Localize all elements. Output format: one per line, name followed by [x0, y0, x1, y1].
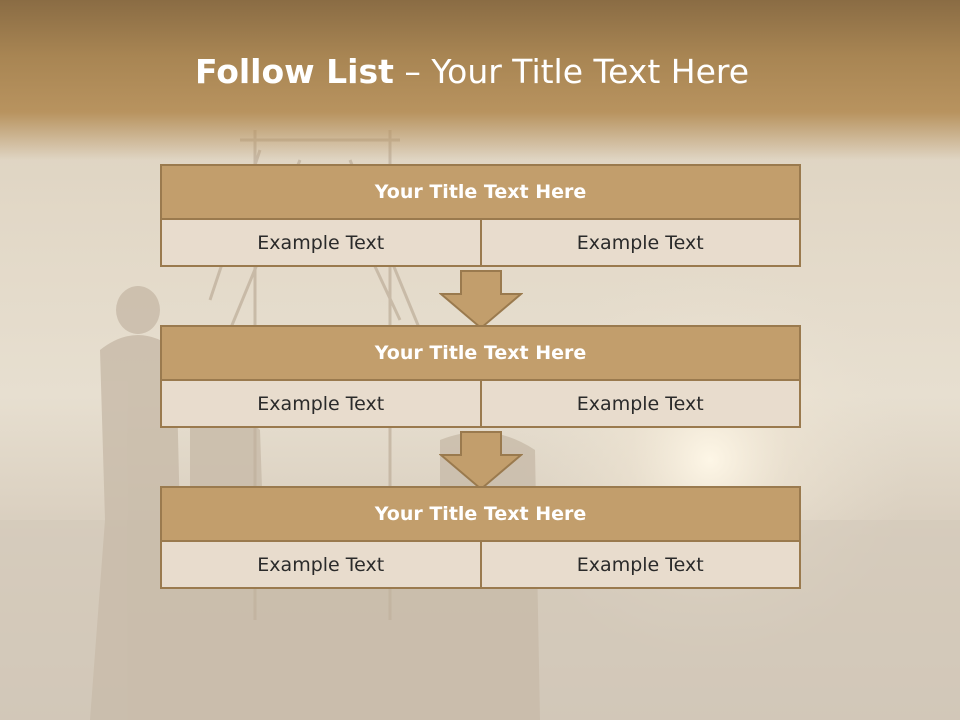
- block-row: Example Text Example Text: [160, 218, 801, 267]
- block-cell-right: Example Text: [479, 540, 801, 589]
- header-band: [0, 0, 960, 160]
- list-block-1: Your Title Text Here Example Text Exampl…: [160, 164, 801, 267]
- slide-title-rest: – Your Title Text Here: [393, 52, 750, 91]
- block-title: Your Title Text Here: [160, 164, 801, 220]
- block-title: Your Title Text Here: [160, 486, 801, 542]
- list-block-2: Your Title Text Here Example Text Exampl…: [160, 325, 801, 428]
- block-cell-right: Example Text: [479, 379, 801, 428]
- block-title: Your Title Text Here: [160, 325, 801, 381]
- block-cell-left: Example Text: [160, 379, 482, 428]
- down-arrow-icon: [439, 270, 523, 330]
- slide-title: Follow List – Your Title Text Here: [0, 52, 944, 91]
- block-row: Example Text Example Text: [160, 540, 801, 589]
- block-row: Example Text Example Text: [160, 379, 801, 428]
- block-cell-left: Example Text: [160, 540, 482, 589]
- block-cell-left: Example Text: [160, 218, 482, 267]
- block-cell-right: Example Text: [479, 218, 801, 267]
- list-block-3: Your Title Text Here Example Text Exampl…: [160, 486, 801, 589]
- down-arrow-icon: [439, 431, 523, 491]
- slide-title-bold: Follow List: [194, 52, 394, 91]
